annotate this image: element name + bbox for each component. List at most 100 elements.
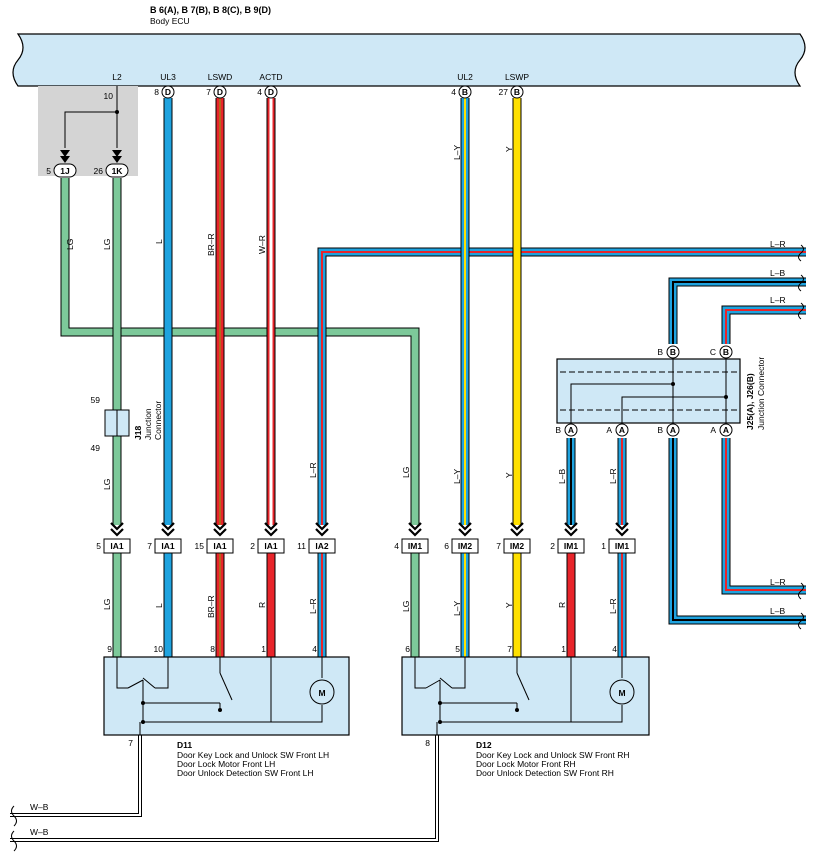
ecu-title: B 6(A), B 7(B), B 8(C), B 9(D) <box>150 5 271 15</box>
connector-pin: 15 <box>195 541 205 551</box>
ecu-junction-area <box>38 86 138 176</box>
d11-line2: Door Lock Motor Front LH <box>177 759 275 769</box>
connector-label: IA1 <box>110 541 124 551</box>
ecu-pin-signal: LSWP <box>505 72 529 82</box>
d12-pin: 1 <box>561 644 566 654</box>
wire-label-y: Y <box>504 472 514 478</box>
d11-line1: Door Key Lock and Unlock SW Front LH <box>177 750 329 760</box>
ecu-pin-connector <box>161 85 175 99</box>
ecu-pin-signal: UL3 <box>160 72 176 82</box>
connector-im1: IM1 2 <box>550 522 585 554</box>
wire-label-br-r: BR–R <box>206 595 216 618</box>
wire-label-y: Y <box>504 602 514 608</box>
junction-pin-number: 5 <box>46 166 51 176</box>
j25-bottom-pin-conn: A <box>619 425 625 435</box>
wire-label-r: R <box>257 602 267 608</box>
d11-pin: 9 <box>107 644 112 654</box>
d11-door-lock-assembly-lh: M D11 Door Key Lock and Unlock SW Front … <box>103 656 350 778</box>
ecu-pin-number: 10 <box>104 91 114 101</box>
ecu-pin-signal: ACTD <box>259 72 282 82</box>
wire-label-lg: LG <box>102 599 112 610</box>
j25-id: J25(A), J26(B) <box>745 373 755 430</box>
j25-junction-connector: J25(A), J26(B) Junction Connector <box>556 357 766 430</box>
d11-line3: Door Unlock Detection SW Front LH <box>177 768 314 778</box>
connector-label: IM1 <box>615 541 629 551</box>
connector-pin: 1 <box>601 541 606 551</box>
ecu-pin-signal: L2 <box>112 72 122 82</box>
j25-bottom-pin-conn: A <box>568 425 574 435</box>
j25-name: Junction Connector <box>756 357 766 430</box>
connector-label: IA1 <box>161 541 175 551</box>
d12-id: D12 <box>476 740 492 750</box>
j25-bottom-pin-conn: A <box>723 425 729 435</box>
d12-door-lock-assembly-rh: M D12 Door Key Lock and Unlock SW Front … <box>401 656 650 778</box>
connector-ia1: IA1 5 <box>96 522 131 554</box>
right-label-l-r: L–R <box>770 239 786 249</box>
ecu-pin-connector-letter: D <box>217 87 223 97</box>
left-edge-breaks <box>11 805 17 852</box>
d11-pin: 4 <box>312 644 317 654</box>
wire-label-lg: LG <box>102 239 112 250</box>
wire-label-l-r: L–R <box>608 598 618 614</box>
wire-label-l-b: L–B <box>557 469 567 484</box>
ecu-pin-number: 7 <box>206 87 211 97</box>
j25-bottom-pin <box>719 423 733 437</box>
wire-label-l-r: L–R <box>608 468 618 484</box>
connector-pin: 5 <box>96 541 101 551</box>
j18-name-2: Connector <box>153 401 163 440</box>
ecu-pin-signal: LSWD <box>208 72 233 82</box>
j18-id: J18 <box>133 426 143 440</box>
right-label-l-r: L–R <box>770 295 786 305</box>
d12-pin: 5 <box>455 644 460 654</box>
wire-label-l-y: L–Y <box>452 145 462 160</box>
d12-line3: Door Unlock Detection SW Front RH <box>476 768 614 778</box>
j25-bottom-pin-num: A <box>606 425 612 435</box>
wire-label-w-r: W–R <box>257 235 267 254</box>
j25-bottom-pin-conn: A <box>670 425 676 435</box>
d11-motor-symbol: M <box>318 688 325 698</box>
d12-ground-pin: 8 <box>425 738 430 748</box>
j25-top-pin-num: B <box>657 347 663 357</box>
j25-bottom-pin-num: B <box>555 425 561 435</box>
wires <box>10 86 806 842</box>
connector-im1: IM1 1 <box>601 522 636 554</box>
j25-bottom-pin <box>615 423 629 437</box>
ecu-pin-number: 4 <box>257 87 262 97</box>
ecu-pin-connector <box>213 85 227 99</box>
wire-label-l: L <box>154 239 164 244</box>
right-label-l-b: L–B <box>770 606 785 616</box>
wire-label-br-r: BR–R <box>206 233 216 256</box>
connector-label: IM2 <box>458 541 472 551</box>
wire-label-y: Y <box>504 146 514 152</box>
connector-label: IM1 <box>564 541 578 551</box>
junction-pin-label: 1J <box>60 166 70 176</box>
j25-top-pin-conn: B <box>723 347 729 357</box>
ecu-subtitle: Body ECU <box>150 16 190 26</box>
junction-pin-1j <box>53 163 77 178</box>
junction-pin-label: 1K <box>112 166 124 176</box>
d12-pin: 7 <box>507 644 512 654</box>
connector-label: IM1 <box>408 541 422 551</box>
connector-pin: 2 <box>550 541 555 551</box>
j25-top-pin <box>719 345 733 359</box>
j25-bottom-pin-num: A <box>710 425 716 435</box>
ecu-pin-signal: UL2 <box>457 72 473 82</box>
j25-top-pin <box>666 345 680 359</box>
wire-label-l: L <box>154 603 164 608</box>
j25-top-pin-num: C <box>710 347 716 357</box>
d12-line1: Door Key Lock and Unlock SW Front RH <box>476 750 630 760</box>
ecu-pin-connector-letter: B <box>514 87 520 97</box>
j25-bottom-pin <box>564 423 578 437</box>
wire-label-l-y: L–Y <box>452 601 462 616</box>
junction-pin-1k <box>105 163 129 178</box>
wire-labels: LG LG L BR–R W–R L–Y Y LG L–R LG L–Y Y L… <box>30 145 786 837</box>
ecu-pin-number: 27 <box>499 87 509 97</box>
ecu-pin-number: 4 <box>451 87 456 97</box>
